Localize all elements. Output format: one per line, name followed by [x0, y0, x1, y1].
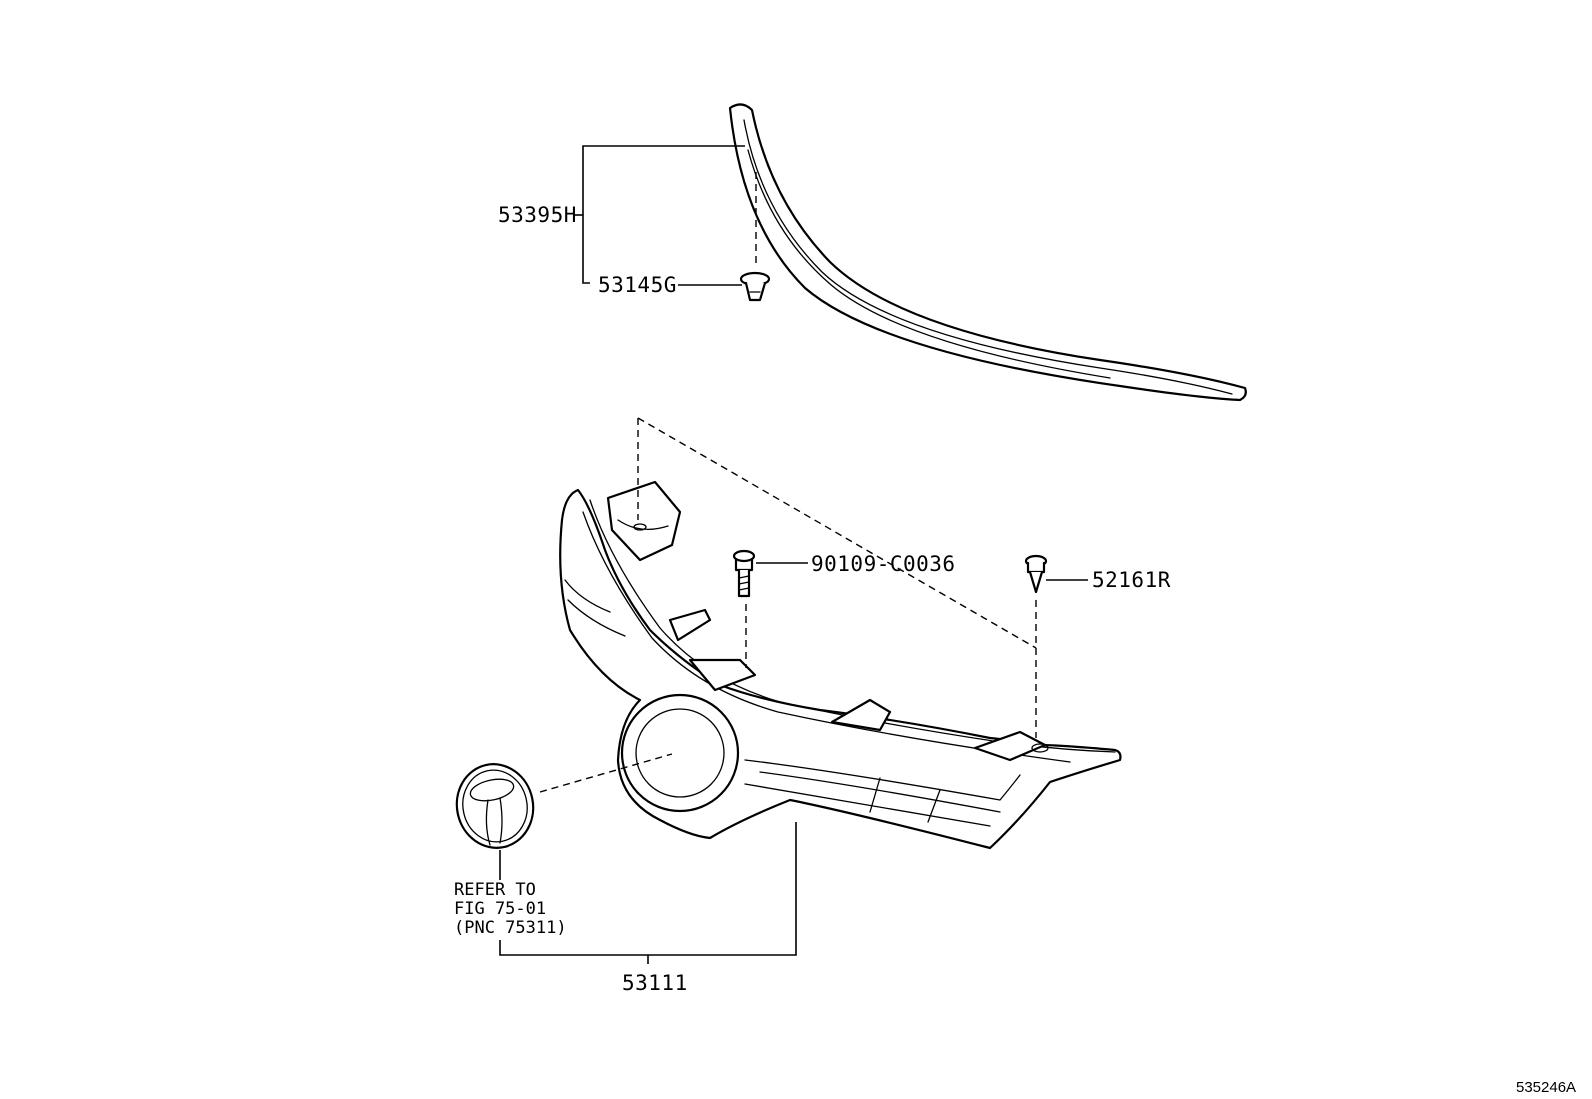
part-number-53111[interactable]: 53111 — [622, 971, 688, 995]
note-line-1: REFER TO — [454, 880, 536, 900]
bolt-90109-c0036-icon — [732, 549, 756, 598]
emblem-dash-line — [539, 753, 673, 793]
illustration-code: 535246A — [1516, 1079, 1576, 1096]
grille-tab-left — [606, 480, 682, 562]
part-number-53145g[interactable]: 53145G — [598, 273, 677, 297]
bracket-53395h — [582, 145, 745, 284]
clip-52161r-icon — [1024, 554, 1048, 594]
emblem-icon — [455, 763, 535, 849]
clip-53145g-icon — [739, 271, 771, 302]
moulding-strip — [728, 103, 1247, 402]
grille-body — [559, 488, 1122, 850]
grille-tab-right — [973, 730, 1049, 762]
part-number-90109-c0036[interactable]: 90109-C0036 — [811, 552, 956, 576]
part-number-53395h[interactable]: 53395H — [498, 203, 577, 227]
note-line-3: (PNC 75311) — [454, 918, 567, 938]
part-number-52161r[interactable]: 52161R — [1092, 568, 1171, 592]
grille-tab-mid — [668, 608, 892, 732]
note-line-2: FIG 75-01 — [454, 899, 546, 919]
alignment-dash-line — [637, 417, 1037, 649]
